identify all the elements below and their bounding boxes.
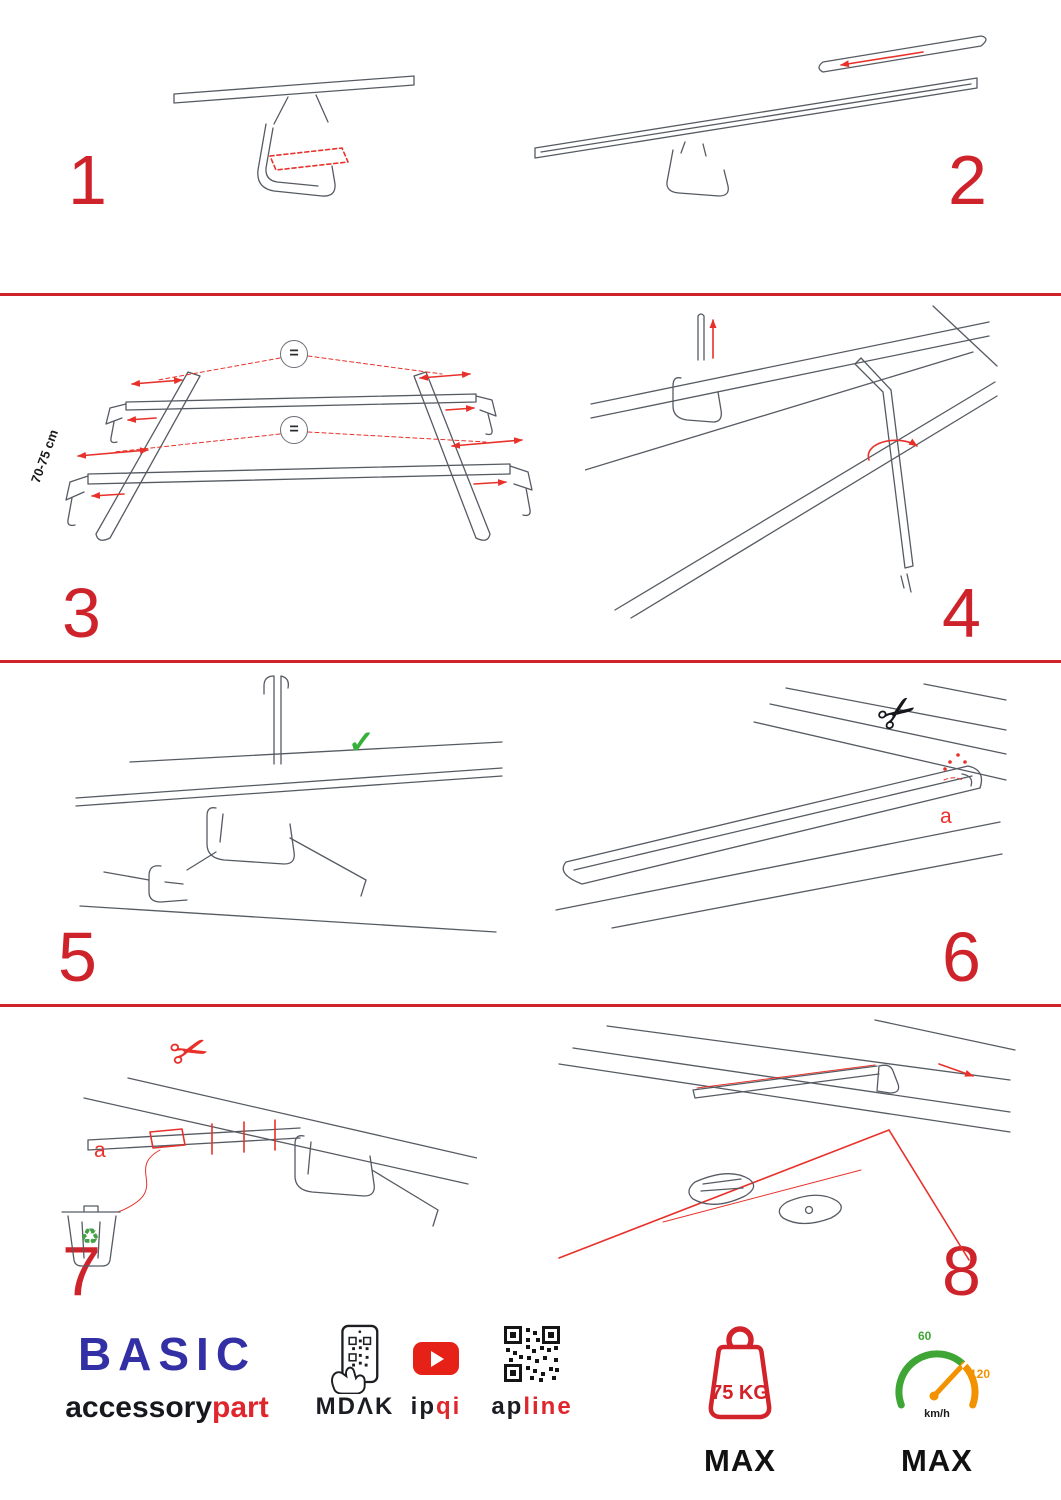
step-6-drawing bbox=[555, 683, 1007, 929]
cut-label-a: a bbox=[94, 1139, 106, 1162]
check-icon: ✓ bbox=[348, 724, 375, 760]
step-1-drawing bbox=[173, 75, 415, 197]
step-2-drawing bbox=[534, 35, 987, 197]
brand-block: BASIC accessorypart bbox=[62, 1331, 272, 1423]
step-5-illustration: ✓ bbox=[66, 668, 511, 943]
ipqi-logo-block: ipqi bbox=[398, 1324, 474, 1420]
step-7-number: 7 bbox=[62, 1232, 101, 1310]
speed-unit-label: km/h bbox=[924, 1408, 950, 1420]
step-3-drawing bbox=[65, 355, 533, 541]
step-6-number: 6 bbox=[942, 918, 981, 996]
step-1-illustration bbox=[170, 70, 420, 230]
equals-badge: = bbox=[280, 340, 308, 368]
section-divider bbox=[0, 1004, 1061, 1007]
step-2-illustration bbox=[525, 22, 995, 197]
step-4-illustration bbox=[585, 300, 1000, 630]
wordmark-black: accessory bbox=[65, 1391, 213, 1424]
step-4-drawing bbox=[585, 305, 998, 619]
step-8-illustration bbox=[545, 1012, 1020, 1277]
step-7-drawing bbox=[61, 1077, 477, 1267]
wordmark-red: part bbox=[212, 1391, 269, 1424]
ipqi-red: qi bbox=[436, 1392, 462, 1420]
section-divider bbox=[0, 660, 1061, 663]
recycle-icon: ♻ bbox=[80, 1224, 100, 1249]
step-3-number: 3 bbox=[62, 574, 101, 652]
step-5-drawing bbox=[75, 675, 503, 933]
step-2-number: 2 bbox=[948, 141, 987, 219]
speedometer-icon bbox=[895, 1350, 979, 1409]
qr-code-icon bbox=[504, 1326, 560, 1382]
speed-tick-120: 120 bbox=[970, 1367, 991, 1381]
youtube-icon bbox=[413, 1342, 459, 1375]
brand-logo: BASIC bbox=[77, 1328, 257, 1380]
speed-tick-60: 60 bbox=[918, 1329, 932, 1343]
speed-limit-block: 60 120 km/h bbox=[872, 1328, 1002, 1424]
mdak-logo-block: MDΛK bbox=[300, 1324, 410, 1420]
apline-red: line bbox=[523, 1392, 573, 1420]
step-3-illustration: = = 70-75 cm bbox=[28, 312, 548, 572]
step-5-number: 5 bbox=[58, 918, 97, 996]
step-4-number: 4 bbox=[942, 574, 981, 652]
weight-max-label: MAX bbox=[704, 1443, 776, 1478]
ipqi-logo-label: ipqi bbox=[410, 1392, 462, 1420]
speed-max-label: MAX bbox=[901, 1443, 973, 1478]
step-8-drawing bbox=[558, 1019, 1016, 1261]
apline-logo-block: apline bbox=[486, 1324, 578, 1420]
step-7-illustration: ✂ a ♻ bbox=[32, 1021, 477, 1268]
section-divider bbox=[0, 293, 1061, 296]
mdak-logo-label: MDΛK bbox=[315, 1392, 395, 1420]
youtube-play-triangle bbox=[431, 1350, 444, 1367]
weight-icon bbox=[708, 1326, 772, 1420]
weight-limit-block: 75 KG bbox=[678, 1324, 802, 1424]
cut-label-a: a bbox=[940, 805, 952, 828]
apline-black: ap bbox=[491, 1392, 524, 1420]
step-6-illustration: ✂ a bbox=[548, 681, 1013, 937]
step-1-number: 1 bbox=[68, 141, 107, 219]
equals-badge: = bbox=[280, 416, 308, 444]
apline-logo-label: apline bbox=[491, 1392, 573, 1420]
weight-limit-label: 75 KG bbox=[711, 1382, 769, 1404]
brand-wordmark: accessorypart bbox=[62, 1393, 272, 1423]
phone-qr-icon bbox=[331, 1324, 379, 1394]
ipqi-black: ip bbox=[410, 1392, 436, 1420]
